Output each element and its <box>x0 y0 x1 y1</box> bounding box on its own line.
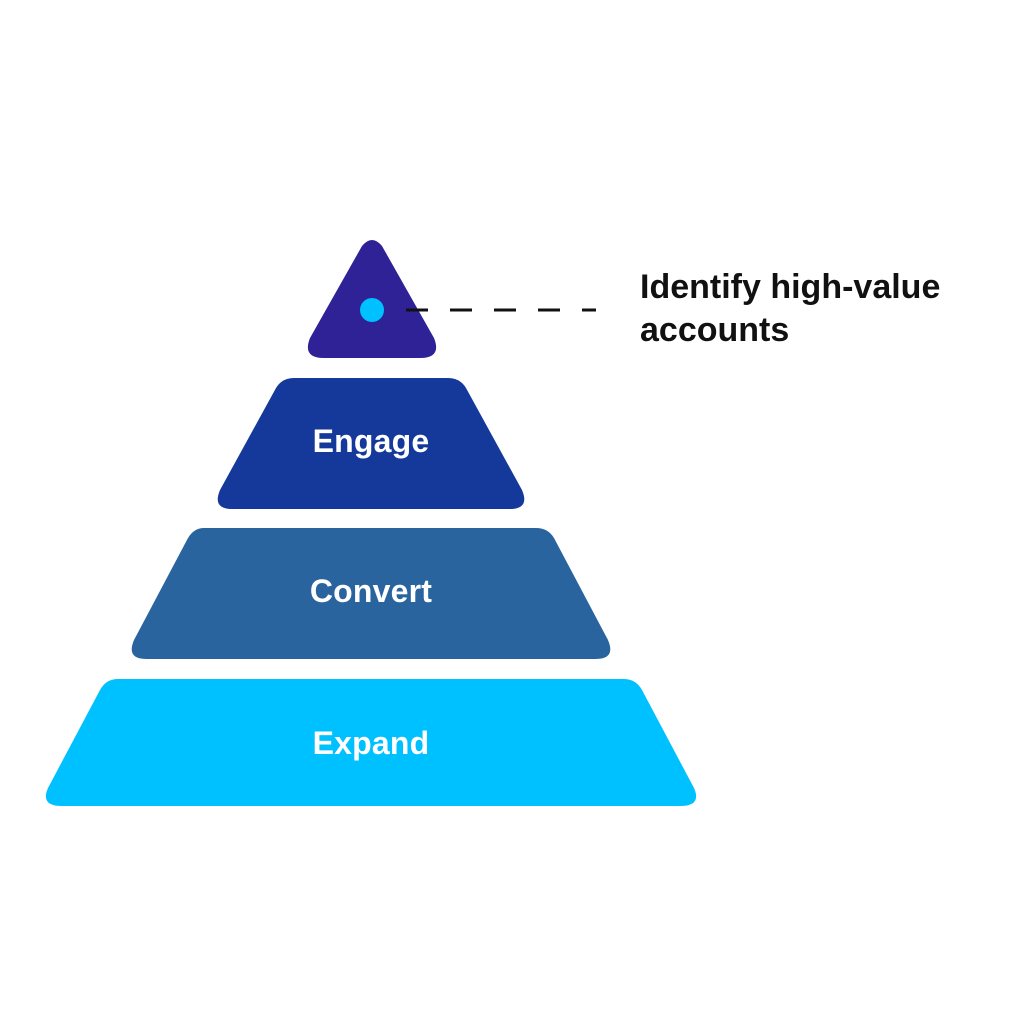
convert-label: Convert <box>309 573 433 609</box>
pyramid-level-expand <box>45 679 697 806</box>
callout-line-2: accounts <box>640 311 790 349</box>
callout-text: Identify high-value accounts <box>640 266 940 352</box>
pyramid-level-convert <box>131 528 611 659</box>
callout-marker-dot <box>360 298 384 322</box>
expand-label: Expand <box>312 725 430 761</box>
engage-label: Engage <box>312 423 430 459</box>
pyramid-level-engage <box>217 378 525 509</box>
callout-line-1: Identify high-value <box>640 268 941 306</box>
